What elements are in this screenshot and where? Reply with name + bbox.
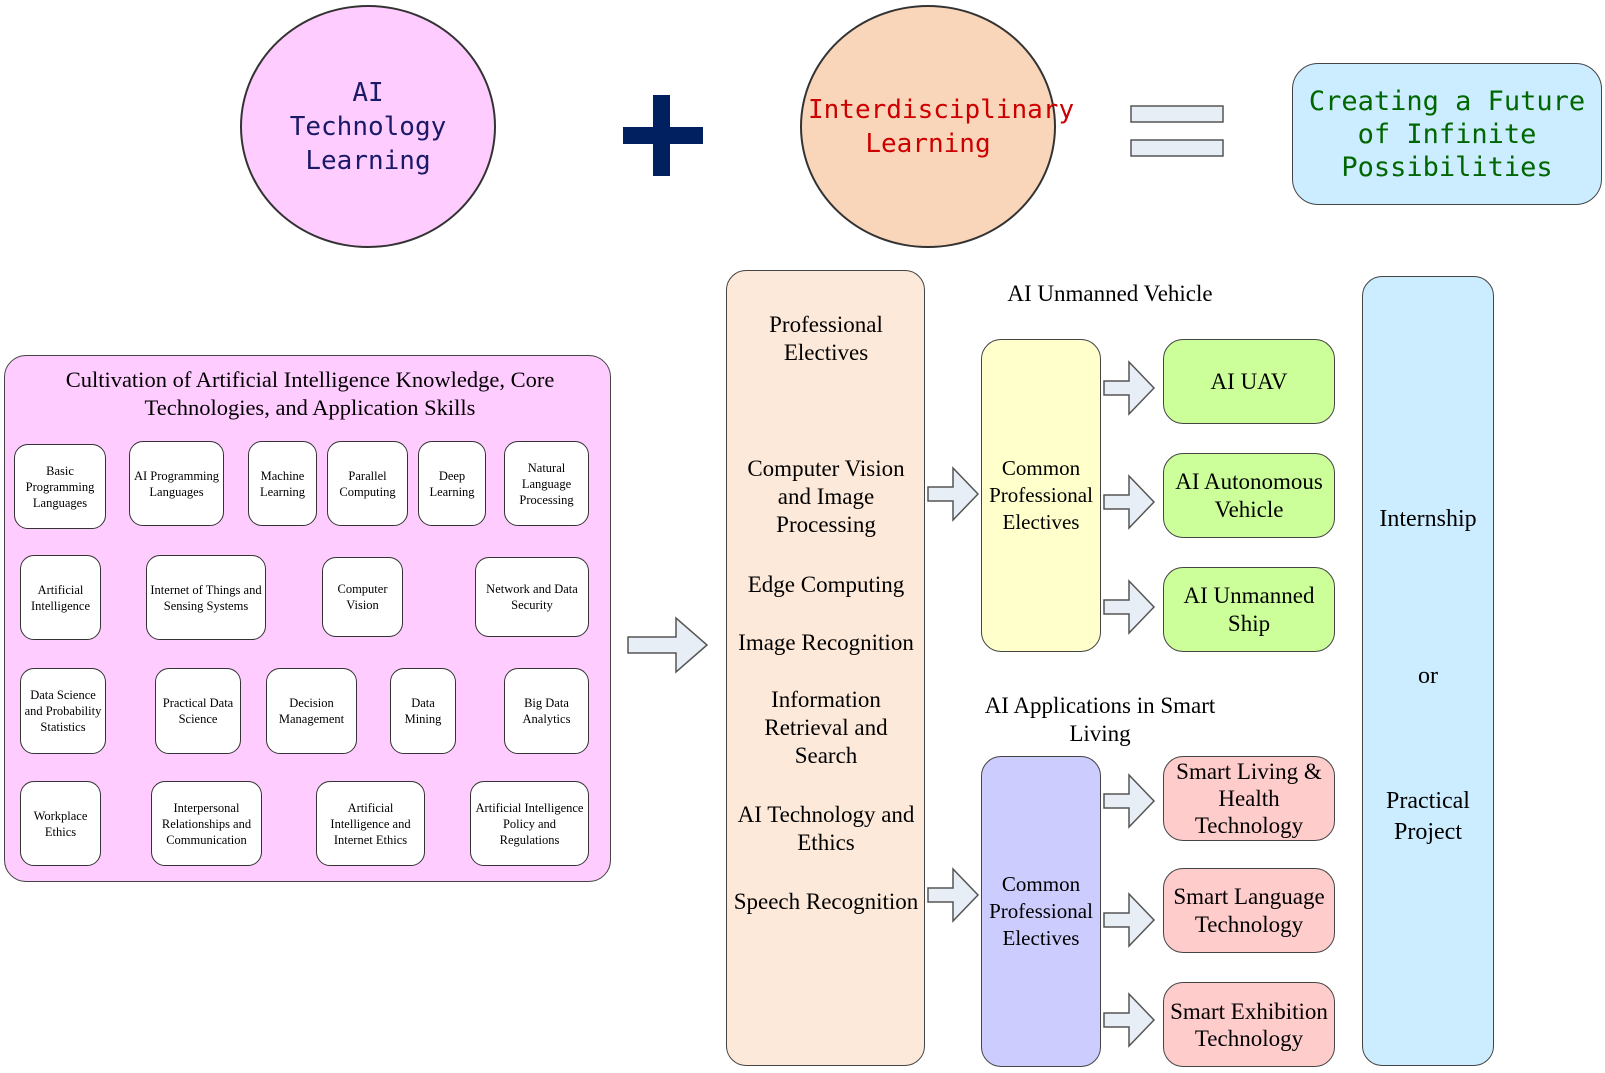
- course-parallel-computing: Parallel Computing: [327, 441, 408, 526]
- ai-technology-learning-circle: AI Technology Learning: [240, 5, 496, 248]
- course-practical-data-science: Practical Data Science: [155, 668, 241, 754]
- arrow-right-icon: [1103, 579, 1156, 635]
- smart-exhibition-label: Smart Exhibition Technology: [1170, 998, 1328, 1051]
- course-computer-vision: Computer Vision: [322, 557, 403, 637]
- course-ai-internet-ethics: Artificial Intelligence and Internet Eth…: [316, 781, 425, 866]
- course-ai-policy-regulations: Artificial Intelligence Policy and Regul…: [470, 781, 589, 866]
- smart-common-label: Common Professional Electives: [989, 872, 1093, 950]
- course-interpersonal-communication: Interpersonal Relationships and Communic…: [151, 781, 262, 866]
- course-nlp: Natural Language Processing: [504, 441, 589, 526]
- circle2-label: Interdisciplinary Learning: [808, 94, 1075, 159]
- elective-speech-recognition: Speech Recognition: [733, 889, 919, 914]
- smart-common-electives: Common Professional Electives: [981, 756, 1101, 1067]
- course-deep-learning: Deep Learning: [418, 441, 486, 526]
- course-artificial-intelligence: Artificial Intelligence: [20, 555, 101, 640]
- or-label: or: [1418, 663, 1438, 689]
- result-label: Creating a Future of Infinite Possibilit…: [1308, 85, 1586, 183]
- box-ai-autonomous-vehicle: AI Autonomous Vehicle: [1163, 453, 1335, 538]
- internship-project-column: [1362, 276, 1494, 1066]
- result-box: Creating a Future of Infinite Possibilit…: [1292, 63, 1602, 205]
- ai-unmanned-ship-label: AI Unmanned Ship: [1183, 582, 1315, 636]
- professional-electives-column: [726, 270, 925, 1066]
- box-ai-unmanned-ship: AI Unmanned Ship: [1163, 567, 1335, 652]
- elective-ai-technology-ethics: AI Technology and Ethics: [737, 802, 915, 855]
- box-smart-exhibition: Smart Exhibition Technology: [1163, 982, 1335, 1067]
- course-network-security: Network and Data Security: [475, 557, 589, 637]
- equals-icon: [1130, 105, 1224, 157]
- internship-label: Internship: [1379, 506, 1477, 532]
- box-smart-language: Smart Language Technology: [1163, 868, 1335, 953]
- elective-edge-computing: Edge Computing: [747, 572, 905, 597]
- course-workplace-ethics: Workplace Ethics: [20, 781, 101, 866]
- arrow-right-icon: [627, 616, 709, 674]
- smart-heading: AI Applications in Smart Living: [984, 693, 1216, 746]
- elective-image-recognition: Image Recognition: [738, 630, 914, 655]
- course-iot-sensing: Internet of Things and Sensing Systems: [146, 555, 266, 640]
- arrow-right-icon: [1103, 360, 1156, 416]
- vehicle-common-electives: Common Professional Electives: [981, 339, 1101, 652]
- elective-information-retrieval: Information Retrieval and Search: [764, 687, 888, 768]
- arrow-right-icon: [1103, 474, 1156, 530]
- box-smart-living-health: Smart Living & Health Technology: [1163, 756, 1335, 841]
- arrow-right-icon: [1103, 892, 1156, 948]
- course-big-data-analytics: Big Data Analytics: [504, 668, 589, 754]
- core-panel-title: Cultivation of Artificial Intelligence K…: [65, 367, 555, 420]
- circle1-label: AI Technology Learning: [289, 77, 447, 176]
- ai-uav-label: AI UAV: [1210, 368, 1288, 394]
- arrow-right-icon: [1103, 773, 1156, 829]
- course-basic-programming: Basic Programming Languages: [14, 444, 106, 529]
- smart-living-health-label: Smart Living & Health Technology: [1176, 759, 1322, 838]
- box-ai-uav: AI UAV: [1163, 339, 1335, 424]
- arrow-right-icon: [1103, 992, 1156, 1048]
- plus-icon: [623, 95, 703, 176]
- electives-title: Professional Electives: [769, 312, 883, 365]
- vehicle-common-label: Common Professional Electives: [989, 456, 1093, 534]
- arrow-right-icon: [927, 466, 980, 522]
- interdisciplinary-learning-circle: Interdisciplinary Learning: [800, 5, 1075, 248]
- ai-autonomous-vehicle-label: AI Autonomous Vehicle: [1175, 468, 1323, 522]
- arrow-right-icon: [927, 867, 980, 923]
- course-machine-learning: Machine Learning: [248, 441, 317, 526]
- smart-language-label: Smart Language Technology: [1173, 883, 1325, 937]
- course-data-mining: Data Mining: [390, 668, 456, 754]
- course-ai-programming: AI Programming Languages: [129, 441, 224, 526]
- vehicle-heading: AI Unmanned Vehicle: [1007, 281, 1213, 306]
- practical-project-label: Practical Project: [1386, 788, 1470, 845]
- course-data-science-statistics: Data Science and Probability Statistics: [20, 668, 106, 754]
- elective-computer-vision: Computer Vision and Image Processing: [747, 456, 905, 537]
- course-decision-management: Decision Management: [266, 668, 357, 754]
